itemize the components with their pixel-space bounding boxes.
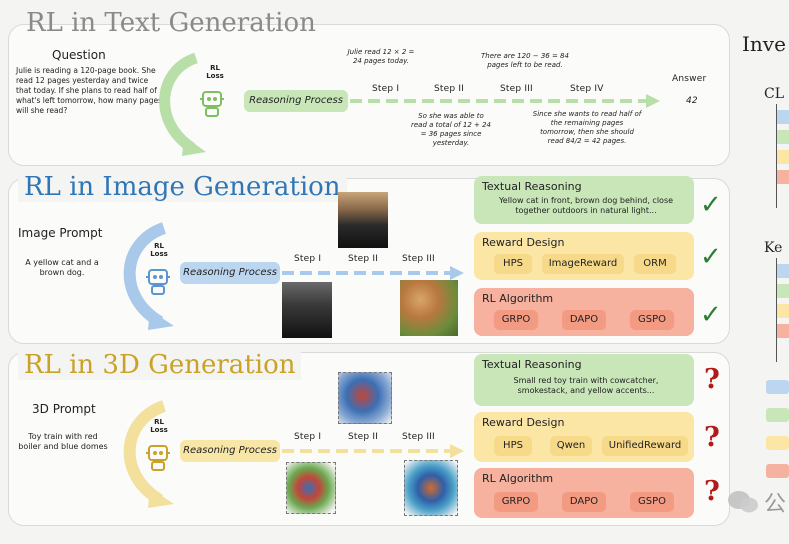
robot-icon — [146, 445, 170, 471]
textual-reasoning-heading: Textual Reasoning — [482, 180, 582, 193]
image-generation-title: RL in Image Generation — [18, 172, 347, 202]
3d-step1-voxel-model — [286, 462, 336, 514]
side-subheading-2: Ke — [764, 240, 783, 256]
check-icon: ✓ — [700, 242, 722, 272]
robot-icon — [200, 91, 224, 117]
side-table-1 — [776, 104, 789, 208]
curved-arrow-icon — [159, 52, 206, 156]
textual-reasoning-text: Small red toy train with cowcatcher, smo… — [513, 376, 659, 395]
image-step-3: Step III — [402, 254, 435, 264]
text-step-1: Step I — [372, 84, 400, 94]
answer-label: Answer — [672, 74, 707, 84]
algorithm-item: GRPO — [494, 310, 538, 330]
image-step1-thumbnail — [282, 282, 332, 338]
side-table-2 — [776, 258, 789, 362]
curved-arrow-icon — [123, 400, 174, 508]
step-note-2: So she was able to read a total of 12 + … — [411, 112, 491, 147]
3d-step-1: Step I — [294, 432, 322, 442]
side-legend-blue — [766, 380, 789, 394]
check-icon: ✓ — [700, 190, 722, 220]
image-reward-design-box: Reward Design HPS ImageReward ORM — [474, 232, 694, 280]
algorithm-item: GSPO — [630, 492, 674, 512]
image-textual-reasoning-box: Textual Reasoning Yellow cat in front, b… — [474, 176, 694, 224]
3d-textual-reasoning-box: Textual Reasoning Small red toy train wi… — [474, 354, 694, 406]
side-heading: Inve — [742, 32, 786, 56]
algorithm-item: DAPO — [562, 492, 606, 512]
textual-reasoning-text: Yellow cat in front, brown dog behind, c… — [498, 196, 674, 215]
text-generation-title: RL in Text Generation — [26, 8, 316, 38]
reward-item: ImageReward — [542, 254, 624, 274]
3d-step-2: Step II — [348, 432, 379, 442]
rl-algorithm-heading: RL Algorithm — [482, 292, 554, 305]
reward-design-heading: Reward Design — [482, 416, 565, 429]
3d-prompt-title: 3D Prompt — [32, 402, 96, 416]
check-icon: ✓ — [700, 300, 722, 330]
question-body: Julie is reading a 120-page book. She re… — [16, 66, 163, 115]
reasoning-process-label: Reasoning Process — [244, 90, 348, 112]
3d-reward-design-box: Reward Design HPS Qwen UnifiedReward — [474, 412, 694, 462]
image-step-1: Step I — [294, 254, 322, 264]
side-legend-green — [766, 408, 789, 422]
image-step3-cat-dog — [400, 280, 458, 336]
3d-rl-algorithm-box: RL Algorithm GRPO DAPO GSPO — [474, 468, 694, 518]
rl-loss-label: RL Loss — [206, 64, 224, 80]
step-note-4: Since she wants to read half of the rema… — [532, 110, 642, 145]
robot-icon — [146, 269, 170, 295]
reward-item: UnifiedReward — [602, 436, 688, 456]
wechat-watermark-icon — [728, 491, 758, 513]
image-prompt-title: Image Prompt — [18, 226, 103, 240]
3d-generation-title: RL in 3D Generation — [18, 350, 302, 380]
step-note-3: There are 120 − 36 = 84 pages left to be… — [481, 52, 569, 69]
step-arrow — [350, 94, 660, 108]
side-legend-salmon — [766, 464, 789, 478]
image-rl-algorithm-box: RL Algorithm GRPO DAPO GSPO — [474, 288, 694, 336]
algorithm-item: GSPO — [630, 310, 674, 330]
textual-reasoning-heading: Textual Reasoning — [482, 358, 582, 371]
image-step-2: Step II — [348, 254, 379, 264]
reward-design-heading: Reward Design — [482, 236, 565, 249]
watermark-text: 公 — [764, 492, 787, 517]
3d-step-3: Step III — [402, 432, 435, 442]
step-note-1: Julie read 12 × 2 = 24 pages today. — [347, 48, 415, 65]
reward-item: ORM — [634, 254, 676, 274]
reasoning-process-label: Reasoning Process — [180, 262, 280, 284]
question-icon: ? — [704, 476, 720, 507]
reward-item: HPS — [494, 436, 532, 456]
reasoning-process-label: Reasoning Process — [180, 440, 280, 462]
algorithm-item: DAPO — [562, 310, 606, 330]
3d-step2-voxel-model — [338, 372, 392, 424]
text-step-4: Step IV — [570, 84, 604, 94]
text-step-2: Step II — [434, 84, 465, 94]
rl-algorithm-heading: RL Algorithm — [482, 472, 554, 485]
step-arrow — [282, 266, 464, 280]
side-subheading: CL — [764, 86, 785, 102]
step-arrow — [282, 444, 464, 458]
3d-step3-voxel-model — [404, 460, 458, 516]
rl-loss-label: RL Loss — [150, 242, 168, 258]
question-icon: ? — [704, 422, 720, 453]
curved-arrow-icon — [123, 222, 174, 330]
question-icon: ? — [704, 364, 720, 395]
algorithm-item: GRPO — [494, 492, 538, 512]
side-legend-yellow — [766, 436, 789, 450]
reward-item: HPS — [494, 254, 532, 274]
rl-loss-label: RL Loss — [150, 418, 168, 434]
question-title: Question — [52, 48, 106, 62]
image-step2-thumbnail — [338, 192, 388, 248]
image-prompt-body: A yellow cat and a brown dog. — [25, 258, 99, 277]
text-generation-panel — [8, 24, 730, 166]
answer-value: 42 — [686, 96, 698, 106]
text-step-3: Step III — [500, 84, 533, 94]
3d-prompt-body: Toy train with red boiler and blue domes — [18, 432, 108, 451]
reward-item: Qwen — [550, 436, 592, 456]
